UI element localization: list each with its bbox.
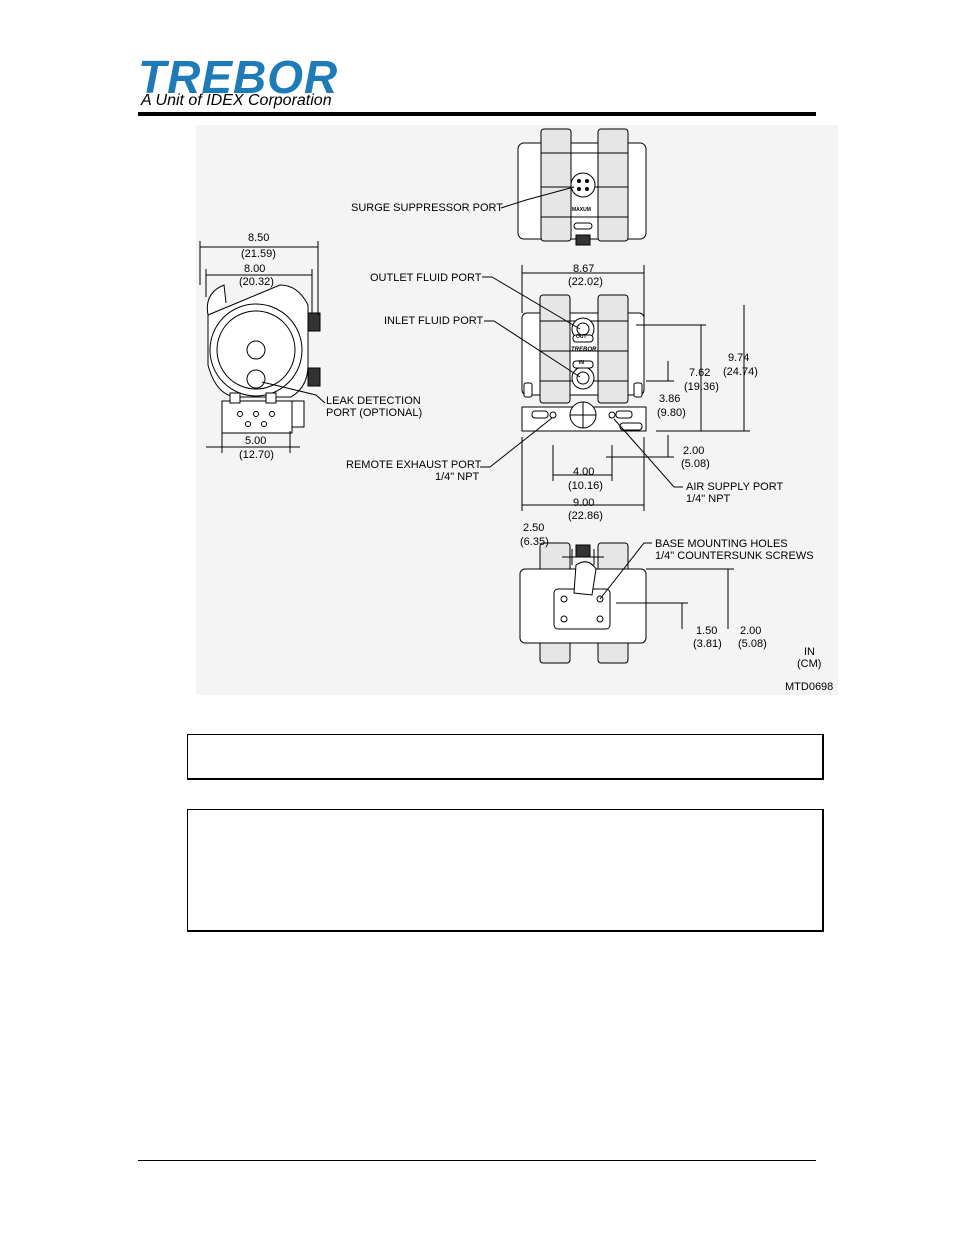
dim-22-02: (22.02) xyxy=(568,276,603,288)
dim-4-00: 4.00 xyxy=(573,466,595,478)
dim-6-35: (6.35) xyxy=(520,536,549,548)
dim-3-86: 3.86 xyxy=(659,393,681,405)
air-supply-npt-label: 1/4" NPT xyxy=(686,493,731,505)
remote-exhaust-port-label: REMOTE EXHAUST PORT xyxy=(346,459,482,471)
base-mounting-holes-label: BASE MOUNTING HOLES xyxy=(655,538,788,550)
dim-8-67: 8.67 xyxy=(573,263,595,275)
pump-brand-mark: TREBOR xyxy=(571,347,597,353)
pump-in-mark: IN xyxy=(579,360,584,366)
leak-detection-optional-label: PORT (OPTIONAL) xyxy=(326,407,423,419)
surge-suppressor-port-label: SURGE SUPPRESSOR PORT xyxy=(351,202,503,214)
dim-10-16: (10.16) xyxy=(568,480,603,492)
dim-1-50: 1.50 xyxy=(696,625,718,637)
dim-5-00: 5.00 xyxy=(245,435,267,447)
pump-out-mark: OUT xyxy=(576,334,587,340)
dim-20-32: (20.32) xyxy=(239,276,274,288)
countersunk-screws-label: 1/4" COUNTERSUNK SCREWS xyxy=(655,550,814,562)
dim-5-08-b: (5.08) xyxy=(738,638,767,650)
drawing-linework xyxy=(199,128,750,664)
dim-2-00-a: 2.00 xyxy=(683,445,705,457)
inlet-fluid-port-label: INLET FLUID PORT xyxy=(384,315,484,327)
footer-rule xyxy=(138,1160,816,1161)
logo-subtitle: A Unit of IDEX Corporation xyxy=(141,92,332,109)
logo-wordmark: TREBOR xyxy=(138,51,339,103)
units-cm-label: (CM) xyxy=(797,658,822,670)
dim-2-50: 2.50 xyxy=(523,522,545,534)
dim-9-00: 9.00 xyxy=(573,497,595,509)
outlet-fluid-port-label: OUTLET FLUID PORT xyxy=(370,272,482,284)
dim-24-74: (24.74) xyxy=(723,366,758,378)
pump-model-mark: MAXUM xyxy=(572,207,591,213)
air-supply-port-label: AIR SUPPLY PORT xyxy=(686,481,784,493)
remote-exhaust-npt-label: 1/4" NPT xyxy=(435,471,480,483)
note-box-1 xyxy=(187,734,824,780)
dim-9-74: 9.74 xyxy=(728,352,750,364)
drawing-id-label: MTD0698 xyxy=(785,681,834,693)
dim-21-59: (21.59) xyxy=(241,248,276,260)
dim-7-62: 7.62 xyxy=(689,367,711,379)
dimension-drawing: SURGE SUPPRESSOR PORT OUTLET FLUID PORT … xyxy=(196,125,838,695)
units-in-label: IN xyxy=(804,646,815,658)
header-rule xyxy=(138,112,816,116)
dim-12-70: (12.70) xyxy=(239,449,274,461)
dim-8-50: 8.50 xyxy=(248,232,270,244)
leak-detection-label: LEAK DETECTION xyxy=(326,395,421,407)
trebor-logo: TREBOR A Unit of IDEX Corporation xyxy=(138,54,338,112)
dim-3-81: (3.81) xyxy=(693,638,722,650)
dim-19-36: (19.36) xyxy=(684,381,719,393)
dim-9-80: (9.80) xyxy=(657,407,686,419)
dim-2-00-b: 2.00 xyxy=(740,625,762,637)
dim-22-86: (22.86) xyxy=(568,510,603,522)
dim-5-08-a: (5.08) xyxy=(681,458,710,470)
dim-8-00: 8.00 xyxy=(244,263,266,275)
note-box-2 xyxy=(187,809,824,932)
